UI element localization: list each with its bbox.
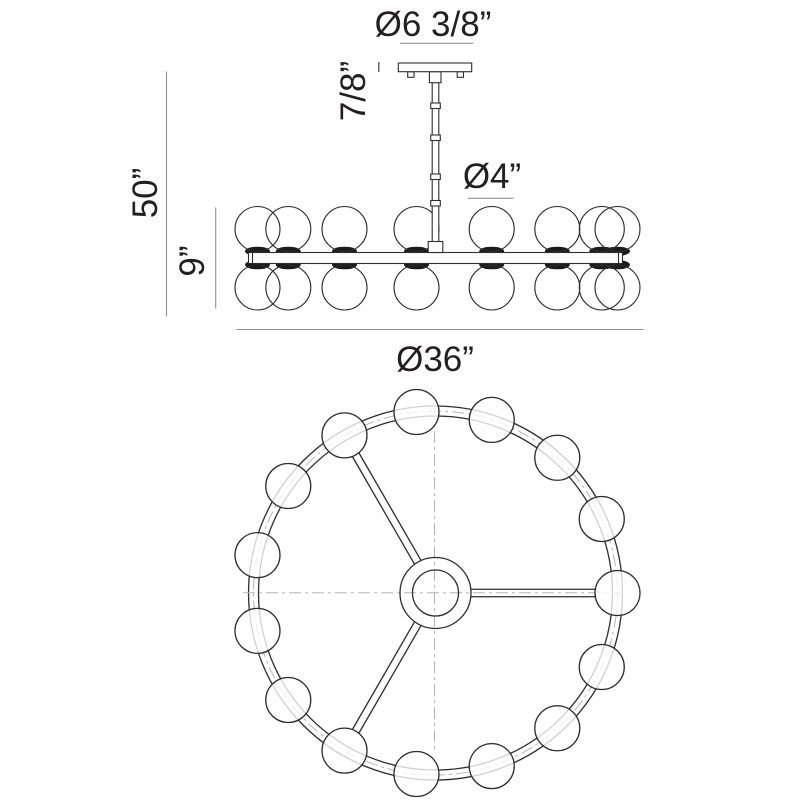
glass-globe-plan: [578, 643, 625, 691]
canopy-diameter-label: Ø6 3/8”: [375, 5, 492, 44]
glass-globe-upper: [534, 205, 581, 253]
glass-globe-plan: [468, 396, 515, 444]
glass-globe-plan: [265, 462, 312, 510]
glass-globe-lower: [321, 264, 368, 311]
glass-globe-upper: [594, 205, 641, 253]
hub-outer-circle: [399, 556, 472, 630]
canopy-mount-tab: [456, 71, 465, 78]
overall-diameter-label: Ø36”: [396, 340, 474, 379]
glass-globe-lower: [594, 264, 641, 311]
glass-globe-lower: [393, 264, 440, 311]
stem-coupler: [430, 173, 441, 181]
stem-base-collar: [427, 240, 444, 254]
side-elevation-view: [234, 62, 641, 311]
stem-coupler: [430, 199, 441, 207]
side-view-globes: [234, 205, 641, 311]
glass-globe-plan: [594, 569, 641, 617]
glass-globe-lower: [234, 264, 281, 311]
glass-globe-lower: [534, 264, 581, 311]
center-hub: [399, 556, 472, 630]
glass-globe-plan: [468, 742, 515, 790]
spokes: [351, 452, 595, 734]
spoke-edge: [351, 456, 416, 565]
glass-globe-lower: [265, 264, 312, 311]
stem-top-block: [428, 71, 442, 84]
ring-bar-body: [247, 251, 624, 265]
glass-globe-plan: [234, 532, 281, 579]
globe-diameter-label: Ø4”: [463, 157, 521, 196]
spoke-edge: [351, 621, 416, 730]
stem-and-canopy: [397, 62, 473, 254]
glass-globe-plan: [321, 412, 368, 459]
fixture-height-label: 9”: [173, 245, 212, 276]
overall-height-label: 50”: [126, 168, 165, 219]
glass-globe-plan: [393, 750, 440, 798]
spoke-edge: [358, 624, 422, 734]
stem-coupler: [430, 102, 441, 110]
glass-globe-plan: [393, 388, 440, 436]
plan-top-view: [234, 388, 641, 798]
glass-globe-upper: [321, 205, 368, 253]
spoke-edge: [358, 452, 422, 562]
glass-globe-plan: [265, 676, 312, 724]
ceiling-canopy: [397, 62, 473, 73]
hub-inner-circle: [411, 569, 460, 617]
glass-globe-plan: [321, 727, 368, 774]
ring-bar: [247, 251, 624, 265]
plan-view-globes: [234, 388, 641, 798]
stem-coupler: [430, 134, 441, 142]
glass-globe-plan: [578, 495, 625, 543]
canopy-height-label: 7/8”: [334, 61, 373, 121]
glass-globe-upper: [468, 205, 515, 253]
glass-globe-plan: [534, 705, 581, 752]
glass-globe-plan: [534, 434, 581, 481]
glass-globe-upper: [234, 205, 281, 253]
canopy-mount-tab: [407, 71, 415, 78]
glass-globe-upper: [265, 205, 312, 253]
glass-globe-lower: [468, 264, 515, 311]
glass-globe-plan: [234, 607, 281, 654]
dimension-annotations: Ø6 3/8” 7/8” 50” 9” Ø4” Ø36”: [126, 5, 644, 379]
